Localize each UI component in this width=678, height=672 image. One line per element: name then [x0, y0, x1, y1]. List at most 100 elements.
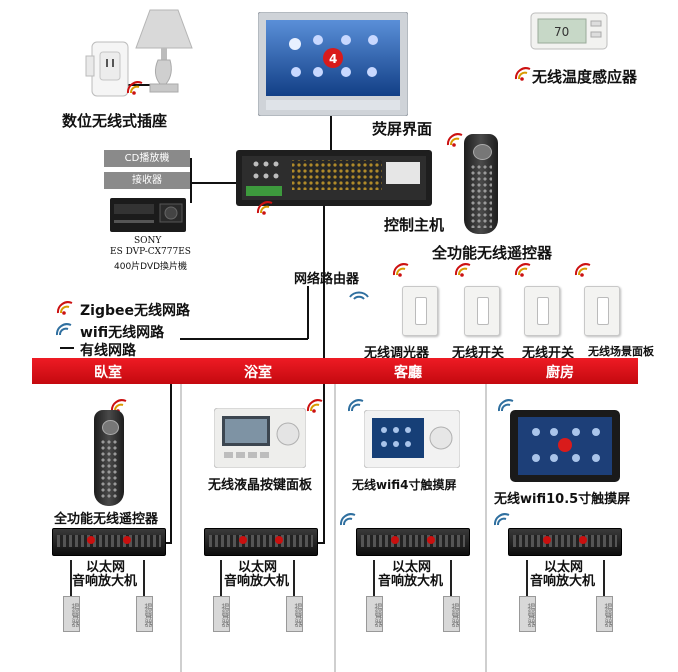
bedroom-amplifier: [52, 528, 166, 556]
zigbee-signal-icon: [574, 262, 592, 281]
wifi-4inch-touchscreen: [363, 409, 461, 469]
router-label: 网络路由器: [294, 272, 360, 287]
dimmer-switch: [402, 286, 438, 336]
kitchen-speaker-left: 揚聲器: [519, 596, 536, 632]
livingroom-amp-line1: 以太网: [392, 560, 432, 575]
wire-router-down: [307, 286, 309, 339]
svg-text:4: 4: [329, 52, 337, 66]
kitchen-amplifier: [508, 528, 622, 556]
wire-controller-to-router: [323, 205, 325, 360]
lcd-keypad-panel: [213, 407, 307, 469]
bathroom-amplifier: [204, 528, 318, 556]
thermostat-label: 无线温度感应器: [532, 68, 638, 86]
bathroom-device-label: 无线液晶按键面板: [208, 478, 313, 493]
bedroom-remote-control: [94, 410, 124, 506]
legend-wired-label: 有线网路: [80, 343, 136, 359]
main-remote-label: 全功能无线遥控器: [432, 244, 553, 262]
dvd-desc: 400片DVD換片機: [114, 262, 188, 272]
wifi-signal-icon: [347, 398, 366, 417]
livingroom-speaker-right: 揚聲器: [443, 596, 460, 632]
kitchen-amp-line1: 以太网: [544, 560, 584, 575]
scene-panel-label: 无线场景面板: [588, 345, 654, 358]
wire-tv-to-controller: [330, 112, 332, 152]
thermostat: 70: [530, 12, 608, 50]
switch2-label: 无线开关: [522, 346, 575, 361]
wire-bath-amp: [317, 542, 325, 544]
kitchen-device-label: 无线wifi10.5寸触摸屏: [494, 492, 631, 507]
zigbee-signal-icon: [514, 262, 532, 281]
legend-wifi-label: wifi无线网路: [80, 325, 165, 341]
controller-label: 控制主机: [384, 216, 445, 234]
speaker-wire: [220, 560, 222, 596]
wifi-10inch-touchscreen: [510, 410, 620, 482]
legend-zigbee-label: Zigbee无线网路: [80, 303, 190, 319]
main-remote-control: [464, 134, 498, 234]
wireless-socket-illustration: [80, 4, 200, 104]
livingroom-amp-line2: 音响放大机: [378, 574, 444, 589]
svg-text:70: 70: [554, 25, 569, 39]
speaker-wire: [70, 560, 72, 596]
room-divider: [485, 384, 487, 672]
livingroom-speaker-left: 揚聲器: [366, 596, 383, 632]
speaker-wire: [373, 560, 375, 596]
zigbee-signal-icon: [514, 66, 532, 85]
speaker-wire: [143, 560, 145, 596]
zigbee-signal-icon: [454, 262, 472, 281]
speaker-wire: [603, 560, 605, 596]
switch1-label: 无线开关: [452, 346, 505, 361]
dvd-brand: SONY: [134, 236, 162, 246]
wire-router-left: [180, 338, 308, 340]
bathroom-speaker-right: 揚聲器: [286, 596, 303, 632]
wifi-signal-icon: [493, 512, 512, 531]
touchscreen-tv: 4: [257, 11, 409, 117]
zigbee-signal-icon: [126, 80, 144, 99]
zigbee-signal-icon: [256, 200, 274, 219]
livingroom-device-label: 无线wifi4寸触摸屏: [352, 478, 457, 492]
room-divider: [334, 384, 336, 672]
scene-panel: [584, 286, 620, 336]
room-bedroom-label: 臥室: [94, 365, 122, 381]
receiver-label: 接收器: [104, 172, 190, 189]
wire-socket: [128, 84, 168, 86]
kitchen-speaker-right: 揚聲器: [596, 596, 613, 632]
speaker-wire: [450, 560, 452, 596]
room-kitchen-label: 廚房: [546, 365, 574, 381]
bedroom-amp-line2: 音响放大机: [72, 574, 138, 589]
bedroom-speaker-right: 揚聲器: [136, 596, 153, 632]
wire-sources-vertical: [190, 158, 192, 203]
zigbee-signal-icon: [446, 132, 464, 151]
wireless-switch-2: [524, 286, 560, 336]
bedroom-device-label: 全功能无线遥控器: [54, 512, 159, 527]
zigbee-signal-icon: [306, 398, 324, 417]
dimmer-label: 无线调光器: [364, 346, 430, 361]
room-bathroom-label: 浴室: [244, 365, 272, 381]
bedroom-speaker-left: 揚聲器: [63, 596, 80, 632]
wire-bedroom: [170, 384, 172, 544]
legend-wifi-icon: [55, 322, 74, 341]
wire-bath: [323, 384, 325, 544]
bedroom-amp-line1: 以太网: [86, 560, 126, 575]
room-header-bar: [32, 358, 638, 384]
speaker-wire: [293, 560, 295, 596]
bathroom-amp-line1: 以太网: [238, 560, 278, 575]
dvd-changer: [110, 196, 186, 234]
kitchen-amp-line2: 音响放大机: [530, 574, 596, 589]
wire-bedroom-amp: [166, 542, 172, 544]
cd-player-label: CD播放機: [104, 150, 190, 167]
socket-label: 数位无线式插座: [62, 112, 168, 130]
bathroom-speaker-left: 揚聲器: [213, 596, 230, 632]
wifi-signal-icon: [339, 512, 358, 531]
zigbee-signal-icon: [392, 262, 410, 281]
wifi-signal-icon: [497, 398, 516, 417]
livingroom-amplifier: [356, 528, 470, 556]
touchscreen-label: 荧屏界面: [372, 120, 433, 138]
bathroom-amp-line2: 音响放大机: [224, 574, 290, 589]
wireless-switch-1: [464, 286, 500, 336]
legend-zigbee-icon: [56, 300, 74, 319]
wifi-signal-icon: [348, 286, 370, 305]
room-divider: [180, 384, 182, 672]
dvd-model: ES DVP-CX777ES: [110, 247, 191, 257]
wire-legend: [60, 347, 74, 349]
wire-sources-to-controller: [190, 182, 238, 184]
room-livingroom-label: 客廳: [394, 365, 422, 381]
